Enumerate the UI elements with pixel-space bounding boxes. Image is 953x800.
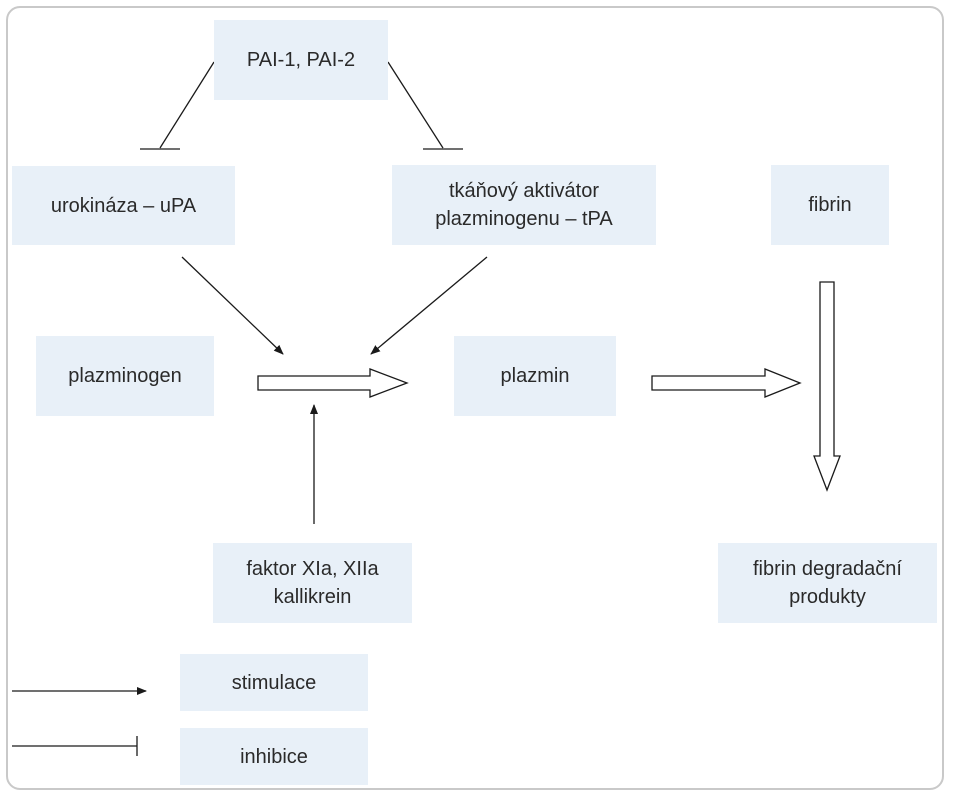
node-tpa-label-line2: plazminogenu – tPA — [435, 208, 613, 230]
legend-inhibition-line — [12, 736, 138, 756]
node-pai: PAI-1, PAI-2 — [214, 20, 388, 100]
node-plazmin: plazmin — [454, 336, 616, 416]
diagram-frame — [6, 6, 944, 790]
node-faktor-label-line1: faktor XIa, XIIa — [246, 558, 379, 580]
inhibition-pai-to-upa — [140, 61, 215, 150]
node-plazmin-label: plazmin — [500, 365, 570, 387]
node-tpa: tkáňový aktivátor plazminogenu – tPA — [392, 165, 656, 245]
conversion-arrow-plasminogen-to-plasmin — [257, 368, 409, 398]
node-plazminogen: plazminogen — [36, 336, 214, 416]
node-plazminogen-label: plazminogen — [68, 365, 182, 387]
node-pai-label: PAI-1, PAI-2 — [246, 49, 356, 71]
legend-stimulation: stimulace — [180, 654, 368, 711]
legend-stimulation-label: stimulace — [231, 671, 317, 694]
stimulation-upa-arrow — [181, 256, 284, 355]
node-tpa-label-line1: tkáňový aktivátor — [448, 180, 600, 202]
stimulation-tpa-arrow — [370, 256, 488, 355]
node-upa-label: urokináza – uPA — [50, 194, 197, 217]
conversion-arrow-fibrin-to-fdp — [813, 281, 841, 492]
node-fdp-label-line2: produkty — [789, 586, 866, 608]
inhibition-pai-to-tpa — [387, 61, 463, 150]
conversion-arrow-plasmin-to-fdp — [651, 368, 802, 398]
legend-inhibition: inhibice — [180, 728, 368, 785]
node-faktor: faktor XIa, XIIa kallikrein — [213, 543, 412, 623]
node-fibrin-degradation-products: fibrin degradační produkty — [718, 543, 937, 623]
node-fibrin-label: fibrin — [808, 194, 852, 216]
node-fibrin: fibrin — [771, 165, 889, 245]
node-fdp-label-line1: fibrin degradační — [753, 558, 902, 580]
legend-inhibition-label: inhibice — [240, 745, 308, 768]
node-faktor-label-line2: kallikrein — [273, 586, 352, 608]
node-upa: urokináza – uPA — [12, 166, 235, 245]
